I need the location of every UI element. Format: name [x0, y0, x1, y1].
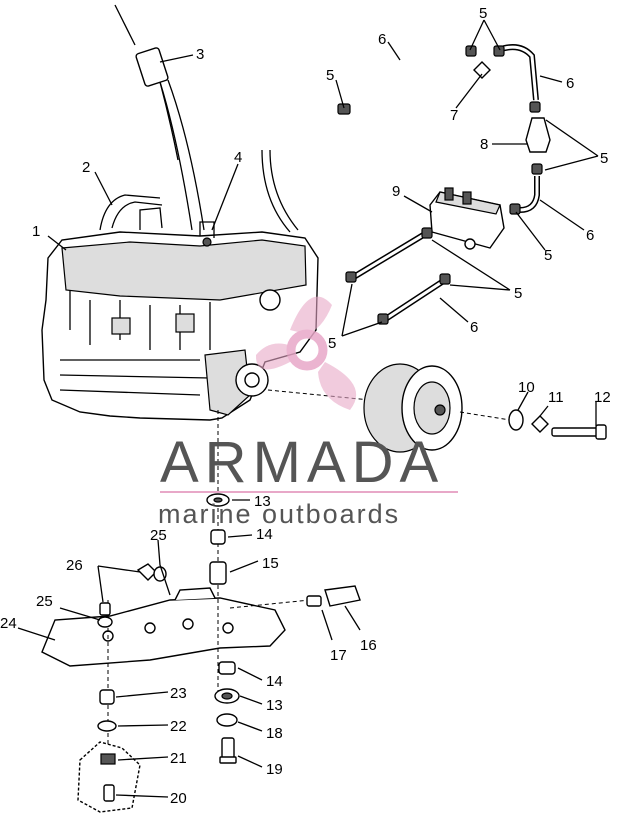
fuel-system — [337, 44, 551, 325]
callout-14b: 14 — [266, 673, 283, 690]
callout-11: 11 — [548, 389, 564, 406]
water-pump-assembly — [267, 363, 607, 453]
callout-10: 10 — [518, 379, 535, 396]
callout-19: 19 — [266, 761, 283, 778]
callout-1: 1 — [32, 223, 40, 240]
callout-22: 22 — [170, 718, 187, 735]
callout-13a: 13 — [254, 493, 271, 510]
callout-17: 17 — [330, 647, 347, 664]
callout-16: 16 — [360, 637, 377, 654]
callout-18: 18 — [266, 725, 283, 742]
callout-26: 26 — [66, 557, 83, 574]
engine-block — [41, 194, 319, 421]
callout-23: 23 — [170, 685, 187, 702]
callout-9: 9 — [392, 183, 400, 200]
mount-plate-assembly — [41, 410, 361, 813]
callout-14a: 14 — [256, 526, 273, 543]
callout-4: 4 — [234, 149, 242, 166]
callout-5f: 5 — [328, 335, 336, 352]
callout-5c: 5 — [600, 150, 608, 167]
callout-3: 3 — [196, 46, 204, 63]
callout-15: 15 — [262, 555, 279, 572]
callout-5d: 5 — [544, 247, 552, 264]
callout-6b: 6 — [566, 75, 574, 92]
leader-lines — [17, 19, 599, 798]
callout-labels: 1 2 3 4 6 5 5 7 6 8 5 9 6 5 5 6 5 10 11 … — [0, 5, 611, 807]
callout-12: 12 — [594, 389, 611, 406]
callout-25b: 25 — [36, 593, 53, 610]
callout-8: 8 — [480, 136, 488, 153]
callout-21: 21 — [170, 750, 187, 767]
callout-6c: 6 — [586, 227, 594, 244]
callout-24: 24 — [0, 615, 17, 632]
callout-2: 2 — [82, 159, 90, 176]
spark-plug-lead — [114, 4, 299, 233]
watermark-brand: ARMADA — [160, 430, 444, 495]
callout-7: 7 — [450, 107, 458, 124]
armada-watermark: ARMADA marine outboards — [158, 296, 458, 529]
callout-5e: 5 — [514, 285, 522, 302]
callout-6d: 6 — [470, 319, 478, 336]
callout-25a: 25 — [150, 527, 167, 544]
armada-logo-emblem — [255, 296, 357, 410]
callout-6a: 6 — [378, 31, 386, 48]
callout-5a: 5 — [326, 67, 334, 84]
callout-5b: 5 — [479, 5, 487, 22]
callout-13b: 13 — [266, 697, 283, 714]
callout-20: 20 — [170, 790, 187, 807]
watermark-tagline: marine outboards — [158, 499, 400, 529]
